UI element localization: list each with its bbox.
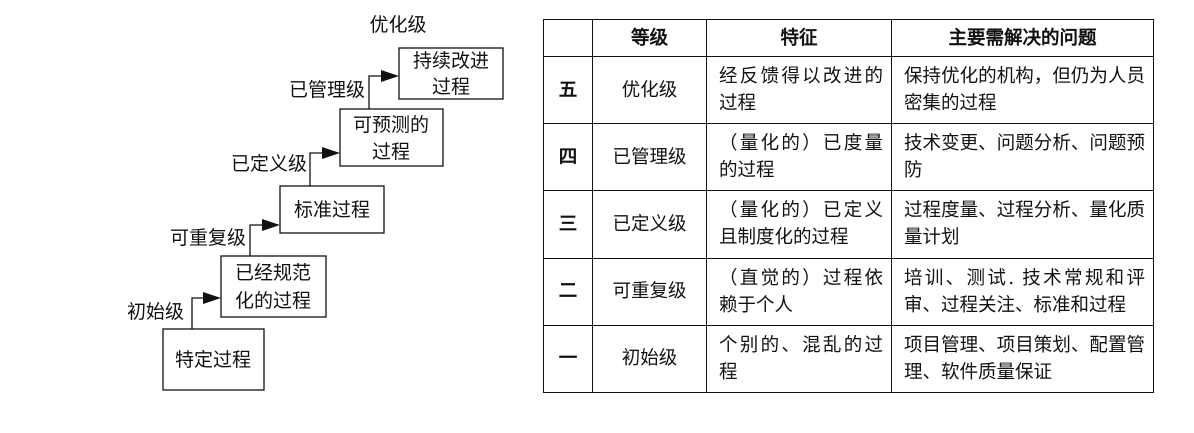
row-level: 已管理级 bbox=[592, 123, 707, 192]
row-number: 二 bbox=[543, 257, 593, 326]
step-box-3 bbox=[279, 185, 385, 234]
row-feature: （直觉的）过程依赖于个人 bbox=[706, 257, 892, 326]
row-problems: 过程度量、过程分析、量化质量计划 bbox=[891, 190, 1154, 259]
row-feature: （量化的）已定义且制度化的过程 bbox=[706, 190, 892, 259]
arrow-label-repeatable: 可重复级 bbox=[170, 227, 246, 249]
row-feature: 个别的、混乱的过程 bbox=[706, 324, 892, 394]
table-row: 五 优化级 经反馈得以改进的过程 保持优化的机构，但仍为人员密集的过程 bbox=[543, 55, 1154, 125]
arrow-label-managed: 已管理级 bbox=[289, 79, 365, 101]
step-box-1 bbox=[162, 328, 265, 391]
step-5-label-line1: 持续改进 bbox=[413, 50, 489, 72]
step-box-5 bbox=[398, 47, 504, 100]
step-4-label-line2: 过程 bbox=[372, 141, 410, 163]
connector-1-2 bbox=[191, 297, 203, 329]
row-number: 四 bbox=[543, 123, 593, 192]
table-row: 二 可重复级 （直觉的）过程依赖于个人 培训、测试. 技术常规和评审、过程关注、… bbox=[543, 257, 1154, 326]
step-1-label: 特定过程 bbox=[175, 349, 251, 371]
step-5-label-line2: 过程 bbox=[432, 76, 470, 98]
row-number: 一 bbox=[543, 324, 593, 394]
table-row: 三 已定义级 （量化的）已定义且制度化的过程 过程度量、过程分析、量化质量计划 bbox=[543, 190, 1154, 259]
connector-4-5 bbox=[368, 75, 381, 109]
row-problems: 技术变更、问题分析、问题预防 bbox=[891, 123, 1154, 192]
row-problems: 培训、测试. 技术常规和评审、过程关注、标准和过程 bbox=[891, 257, 1154, 326]
arrow-label-optimizing: 优化级 bbox=[369, 14, 426, 36]
row-feature: （量化的）已度量的过程 bbox=[706, 123, 892, 192]
header-level: 等级 bbox=[592, 19, 707, 57]
row-problems: 保持优化的机构，但仍为人员密集的过程 bbox=[891, 55, 1154, 125]
row-level: 优化级 bbox=[592, 55, 707, 125]
step-3-label: 标准过程 bbox=[294, 199, 370, 221]
header-problems: 主要需解决的问题 bbox=[891, 19, 1154, 57]
table-row: 四 已管理级 （量化的）已度量的过程 技术变更、问题分析、问题预防 bbox=[543, 123, 1154, 192]
row-feature: 经反馈得以改进的过程 bbox=[706, 55, 892, 125]
row-level: 初始级 bbox=[592, 324, 707, 394]
connector-2-3 bbox=[249, 224, 262, 256]
connector-3-4 bbox=[309, 152, 322, 186]
arrowhead-3-4 bbox=[322, 147, 340, 159]
row-number: 三 bbox=[543, 190, 593, 259]
row-problems: 项目管理、项目策划、配置管理、软件质量保证 bbox=[891, 324, 1154, 394]
arrowhead-4-5 bbox=[381, 70, 399, 82]
arrow-label-defined: 已定义级 bbox=[231, 153, 307, 175]
row-level: 已定义级 bbox=[592, 190, 707, 259]
step-box-4 bbox=[339, 108, 444, 167]
table-header-row: 等级 特征 主要需解决的问题 bbox=[543, 19, 1154, 57]
arrow-label-initial: 初始级 bbox=[127, 301, 184, 323]
maturity-levels-table: 等级 特征 主要需解决的问题 五 优化级 经反馈得以改进的过程 保持优化的机构，… bbox=[543, 19, 1154, 394]
row-level: 可重复级 bbox=[592, 257, 707, 326]
maturity-staircase-diagram: 特定过程 已经规范 化的过程 标准过程 可预测的 过程 持续改进 过程 初始级 … bbox=[127, 14, 504, 391]
step-2-label-line1: 已经规范 bbox=[235, 262, 311, 284]
table-row: 一 初始级 个别的、混乱的过程 项目管理、项目策划、配置管理、软件质量保证 bbox=[543, 324, 1154, 394]
step-2-label-line2: 化的过程 bbox=[235, 290, 311, 312]
header-blank bbox=[543, 19, 593, 57]
step-4-label-line1: 可预测的 bbox=[353, 114, 429, 136]
step-box-2 bbox=[220, 255, 327, 318]
row-number: 五 bbox=[543, 55, 593, 125]
header-feature: 特征 bbox=[706, 19, 892, 57]
arrowhead-2-3 bbox=[262, 219, 280, 231]
arrowhead-1-2 bbox=[203, 292, 221, 304]
